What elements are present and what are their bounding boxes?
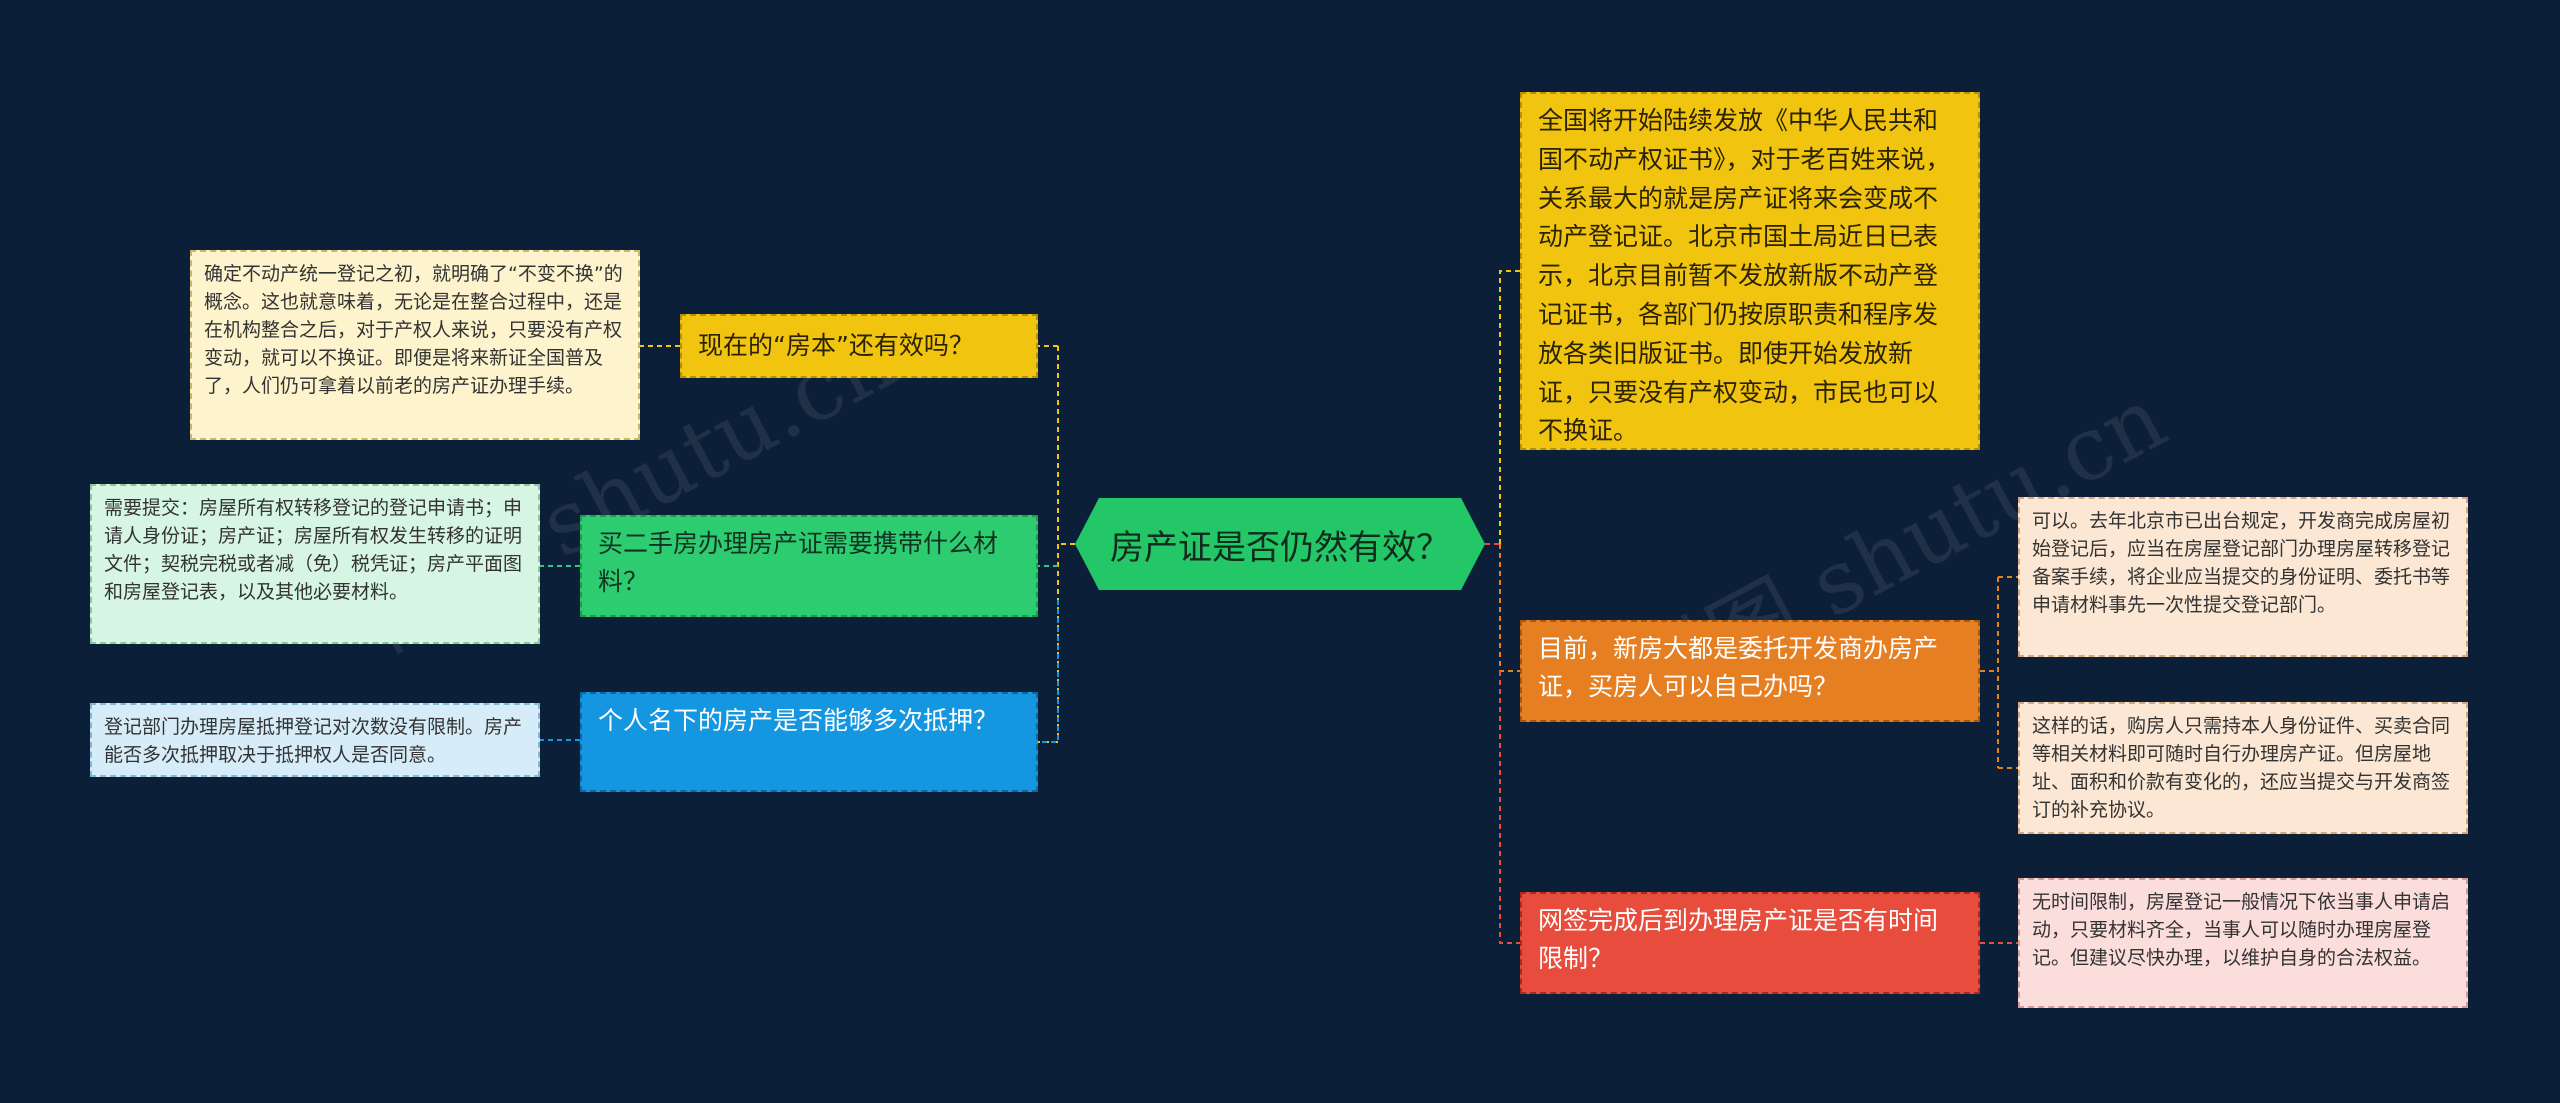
- branch-label: 目前，新房大都是委托开发商办房产证，买房人可以自己办吗？: [1538, 634, 1939, 701]
- leaf-node-time-answer[interactable]: 无时间限制，房屋登记一般情况下依当事人申请启动，只要材料齐全，当事人可以随时办理…: [2018, 878, 2468, 1008]
- connector-b4: [1499, 270, 1520, 544]
- leaf-text: 可以。去年北京市已出台规定，开发商完成房屋初始登记后，应当在房屋登记部门办理房屋…: [2032, 510, 2451, 616]
- branch-label: 全国将开始陆续发放《中华人民共和国不动产权证书》，对于老百姓来说，关系最大的就是…: [1538, 106, 1951, 446]
- branch-node-materials[interactable]: 买二手房办理房产证需要携带什么材料？: [580, 515, 1038, 617]
- connector-b5: [1499, 544, 1520, 672]
- leaf-node-no-change[interactable]: 确定不动产统一登记之初，就明确了“不变不换”的概念。这也就意味着，无论是在整合过…: [190, 250, 640, 440]
- branch-node-new-certificate[interactable]: 全国将开始陆续发放《中华人民共和国不动产权证书》，对于老百姓来说，关系最大的就是…: [1520, 92, 1980, 450]
- leaf-text: 需要提交：房屋所有权转移登记的登记申请书；申请人身份证；房产证；房屋所有权发生转…: [104, 497, 523, 603]
- connector-b5-leaves: [1980, 576, 2018, 769]
- leaf-text: 确定不动产统一登记之初，就明确了“不变不换”的概念。这也就意味着，无论是在整合过…: [204, 263, 623, 397]
- branch-label: 现在的“房本”还有效吗？: [698, 331, 974, 360]
- leaf-text: 这样的话，购房人只需持本人身份证件、买卖合同等相关材料即可随时自行办理房产证。但…: [2032, 715, 2451, 821]
- connector-b6: [1499, 671, 1520, 944]
- branch-node-fangben[interactable]: 现在的“房本”还有效吗？: [680, 314, 1038, 378]
- center-topic-label: 房产证是否仍然有效？: [1110, 527, 1450, 568]
- branch-node-developer[interactable]: 目前，新房大都是委托开发商办房产证，买房人可以自己办吗？: [1520, 620, 1980, 722]
- leaf-text: 登记部门办理房屋抵押登记对次数没有限制。房产能否多次抵押取决于抵押权人是否同意。: [104, 716, 523, 766]
- leaf-node-mortgage-answer[interactable]: 登记部门办理房屋抵押登记对次数没有限制。房产能否多次抵押取决于抵押权人是否同意。: [90, 703, 540, 777]
- leaf-text: 无时间限制，房屋登记一般情况下依当事人申请启动，只要材料齐全，当事人可以随时办理…: [2032, 891, 2451, 969]
- branch-node-mortgage[interactable]: 个人名下的房产是否能够多次抵押？: [580, 692, 1038, 792]
- branch-label: 网签完成后到办理房产证是否有时间限制？: [1538, 906, 1939, 973]
- connector-center-left-trunk: [1038, 345, 1075, 743]
- leaf-node-developer-answer[interactable]: 可以。去年北京市已出台规定，开发商完成房屋初始登记后，应当在房屋登记部门办理房屋…: [2018, 497, 2468, 657]
- branch-label: 个人名下的房产是否能够多次抵押？: [598, 706, 999, 735]
- leaf-node-buyer-documents[interactable]: 这样的话，购房人只需持本人身份证件、买卖合同等相关材料即可随时自行办理房产证。但…: [2018, 702, 2468, 834]
- center-topic[interactable]: 房产证是否仍然有效？: [1075, 498, 1485, 590]
- branch-label: 买二手房办理房产证需要携带什么材料？: [598, 529, 999, 596]
- connector-b3: [1038, 600, 1059, 743]
- leaf-node-materials-list[interactable]: 需要提交：房屋所有权转移登记的登记申请书；申请人身份证；房产证；房屋所有权发生转…: [90, 484, 540, 644]
- branch-node-time-limit[interactable]: 网签完成后到办理房产证是否有时间限制？: [1520, 892, 1980, 994]
